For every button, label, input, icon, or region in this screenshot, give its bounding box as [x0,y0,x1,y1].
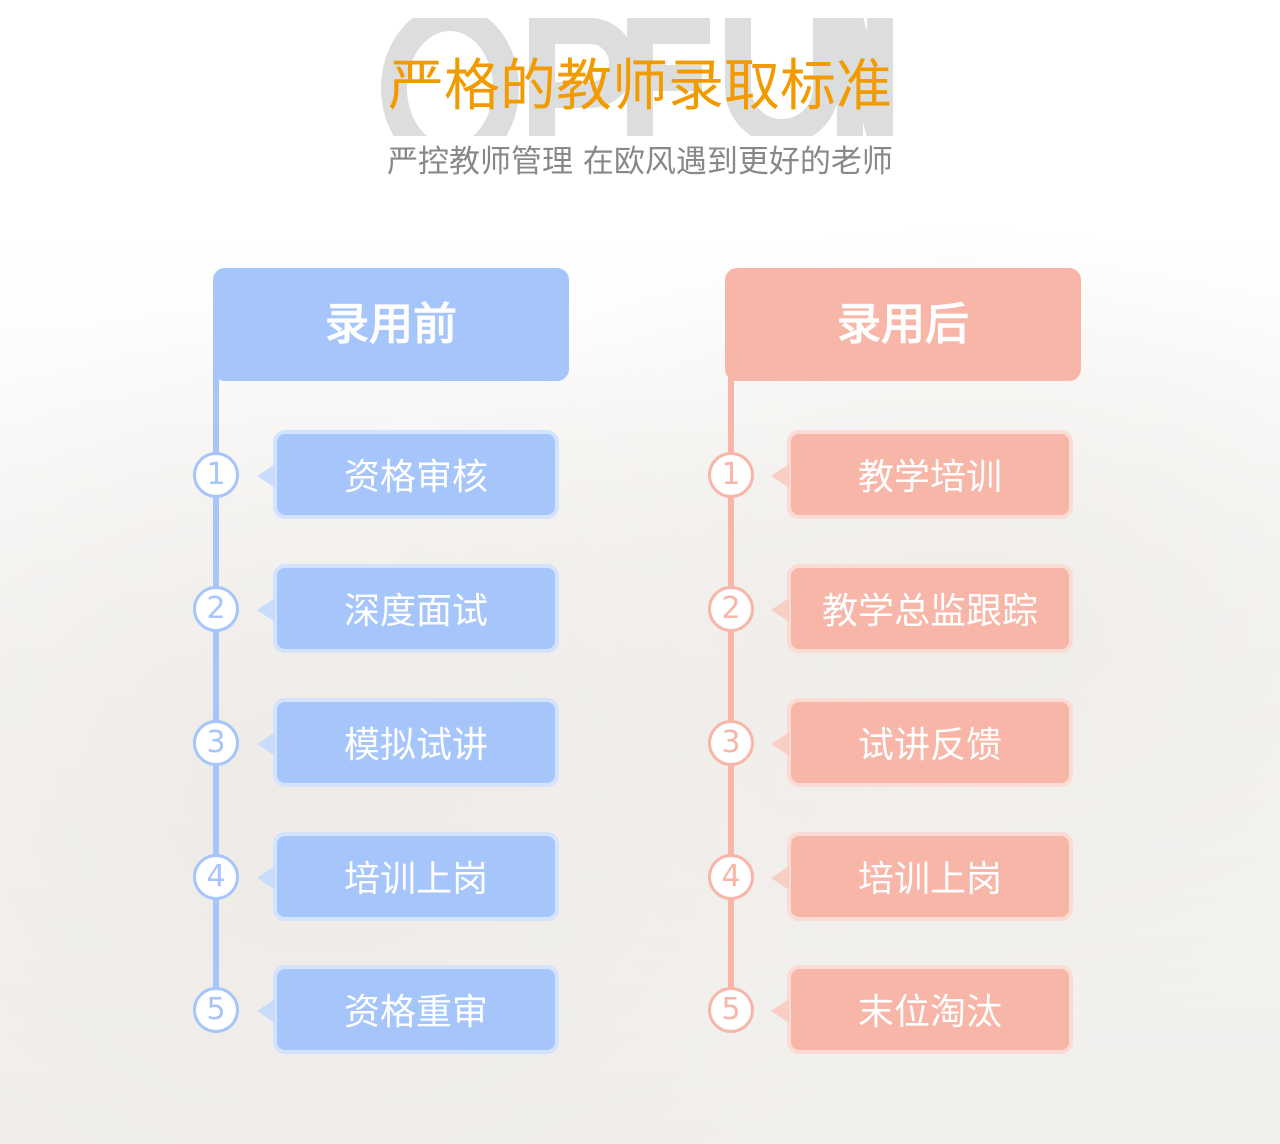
step-label: 资格审核 [257,430,559,519]
timeline-line [728,368,734,1008]
opfun-watermark-logo [381,18,893,136]
step-label: 培训上岗 [771,832,1073,921]
step-label: 资格重审 [257,965,559,1054]
step-label: 试讲反馈 [771,698,1073,787]
before-hiring-header: 录用前 [213,268,569,381]
page-title: 严格的教师录取标准 [388,54,892,119]
step-number-circle: 4 [708,854,754,900]
after-hiring-header: 录用后 [725,268,1081,381]
step-label: 末位淘汰 [771,965,1073,1054]
step-number-circle: 1 [193,452,239,498]
step-label: 教学总监跟踪 [771,564,1073,653]
step-number-circle: 2 [193,586,239,632]
step-number-circle: 5 [708,987,754,1033]
step-number-circle: 4 [193,854,239,900]
step-number-circle: 3 [193,720,239,766]
step-label: 教学培训 [771,430,1073,519]
step-label: 培训上岗 [257,832,559,921]
step-number-circle: 1 [708,452,754,498]
page-subtitle: 严控教师管理 在欧风遇到更好的老师 [387,144,893,180]
step-number-circle: 2 [708,586,754,632]
timeline-line [213,368,219,1008]
step-label: 深度面试 [257,564,559,653]
step-number-circle: 3 [708,720,754,766]
step-number-circle: 5 [193,987,239,1033]
step-label: 模拟试讲 [257,698,559,787]
